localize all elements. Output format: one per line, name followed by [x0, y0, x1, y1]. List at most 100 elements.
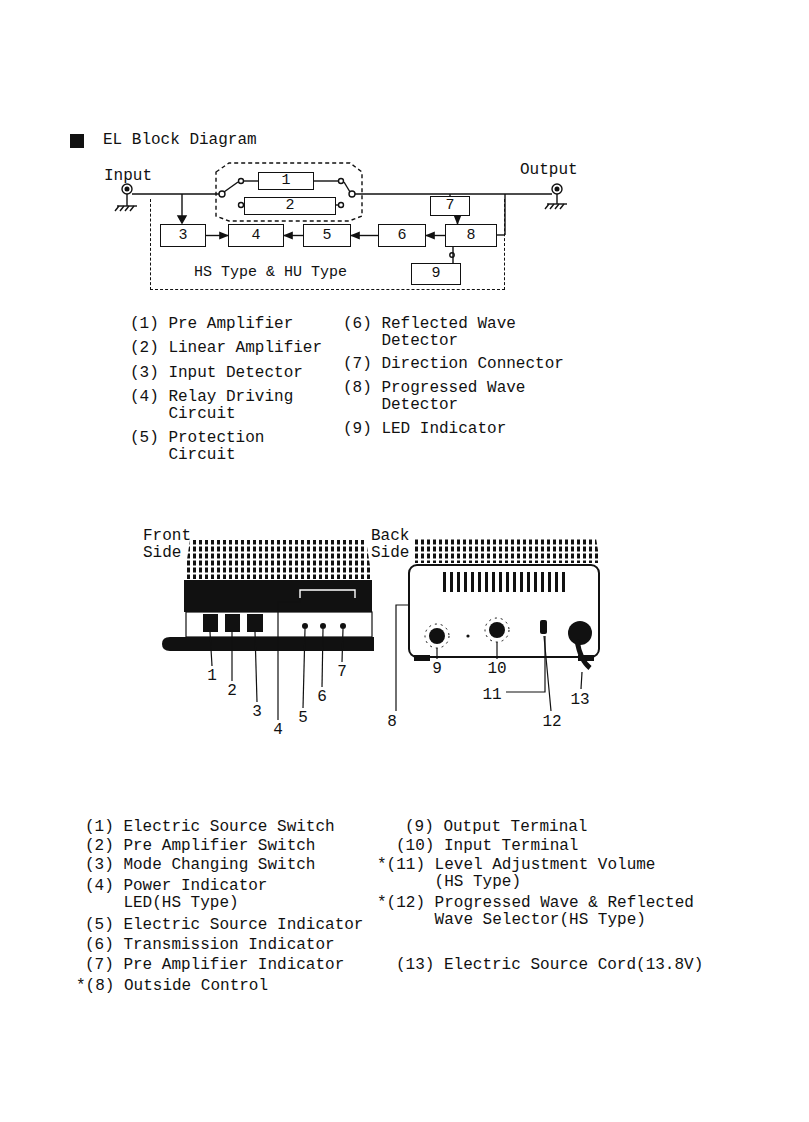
drawing-stroke	[555, 204, 559, 209]
diagram-title: EL Block Diagram	[103, 131, 257, 149]
signal-arrow	[206, 235, 228, 236]
drawing-stroke	[203, 614, 218, 632]
drawing-stroke	[120, 206, 124, 211]
callout-number: 9	[431, 661, 443, 678]
block-number: 4	[251, 228, 260, 244]
block-number: 1	[281, 173, 290, 189]
legend-item: (7) Direction Connector	[343, 356, 564, 373]
block-box: 9	[411, 263, 461, 285]
drawing-stroke	[344, 182, 350, 192]
callout-number: 2	[226, 683, 238, 700]
legend-item: (4) Relay Driving Circuit	[130, 389, 312, 423]
callout-number: 10	[486, 661, 507, 678]
part-list-item: *(11) Level Adjustment Volume (HS Type)	[377, 857, 675, 891]
drawing-stroke	[556, 194, 557, 204]
block-box: 4	[228, 224, 284, 247]
block-box: 5	[303, 224, 351, 247]
block-number: 9	[431, 266, 440, 282]
drawing-stroke	[349, 191, 355, 197]
block-wiring	[115, 163, 567, 257]
signal-arrow	[457, 216, 458, 224]
drawing-stroke	[126, 194, 127, 206]
drawing-stroke	[568, 621, 592, 645]
drawing-stroke	[255, 632, 257, 702]
drawing-stroke	[224, 182, 238, 192]
legend-item: (8) Progressed Wave Detector	[343, 380, 535, 414]
block-number: 7	[445, 198, 454, 214]
callout-number: 3	[251, 704, 263, 721]
block-number: 3	[178, 228, 187, 244]
block-box: 6	[378, 224, 426, 247]
block-number: 2	[285, 198, 294, 214]
callout-number: 4	[272, 722, 284, 739]
drawing-stroke	[485, 618, 509, 642]
callout-number: 7	[336, 664, 348, 681]
signal-arrow	[351, 235, 378, 236]
drawing-stroke	[181, 194, 182, 217]
drawing-stroke	[225, 614, 240, 632]
legend-item: (9) LED Indicator	[343, 421, 506, 438]
legend-item: (1) Pre Amplifier	[130, 316, 293, 333]
drawing-stroke	[540, 620, 547, 634]
drawing-stroke	[70, 134, 84, 148]
drawing-stroke	[396, 605, 409, 711]
signal-arrow	[426, 235, 445, 236]
drawing-stroke	[506, 636, 545, 692]
drawing-stroke	[302, 623, 308, 629]
callout-number: 12	[541, 714, 562, 731]
part-list-item: (4) Power Indicator LED(HS Type)	[85, 878, 287, 912]
block-box: 3	[160, 224, 206, 247]
signal-arrow	[284, 235, 303, 236]
drawing-stroke	[239, 179, 244, 184]
drawing-stroke	[544, 636, 551, 711]
legend-item: (6) Reflected Wave Detector	[343, 316, 535, 350]
block-box: 8	[445, 224, 497, 247]
part-list-item: *(12) Progressed Wave & Reflected Wave S…	[377, 895, 713, 929]
drawing-stroke	[216, 163, 362, 221]
drawing-stroke	[355, 193, 552, 194]
drawing-stroke	[550, 204, 554, 209]
block-box: 7	[430, 196, 470, 216]
front-leader-lines	[210, 598, 343, 720]
drawing-stroke	[322, 629, 323, 687]
drawing-stroke	[489, 622, 505, 638]
drawing-stroke	[186, 612, 372, 637]
callout-number: 8	[386, 714, 398, 731]
signal-arrow	[452, 247, 453, 263]
block-box: 2	[244, 197, 336, 215]
terminal-label: Input	[104, 168, 152, 185]
part-list-item: (13) Electric Source Cord(13.8V)	[396, 957, 703, 974]
block-number: 5	[322, 228, 331, 244]
drawing-stroke	[342, 629, 343, 662]
part-list-item: (5) Electric Source Indicator	[85, 917, 363, 934]
drawing-stroke	[278, 598, 300, 720]
drawing-stroke	[440, 572, 565, 594]
drawing-stroke	[125, 206, 129, 211]
drawing-stroke	[412, 538, 600, 563]
part-list-item: (6) Transmission Indicator	[85, 937, 335, 954]
callout-number: 11	[481, 687, 502, 704]
drawing-stroke	[425, 624, 449, 648]
part-list-item: (3) Mode Changing Switch	[85, 857, 315, 874]
part-list-item: (7) Pre Amplifier Indicator	[85, 957, 344, 974]
part-list-item: (2) Pre Amplifier Switch	[85, 838, 315, 855]
drawing-stroke	[122, 184, 132, 194]
drawing-stroke	[436, 648, 437, 659]
drawing-stroke	[552, 184, 562, 194]
legend-item: (5) Protection Circuit	[130, 430, 284, 464]
part-list-item: (9) Output Terminal	[405, 819, 587, 836]
callout-number: 13	[569, 692, 590, 709]
part-list-item: (10) Input Terminal	[396, 838, 578, 855]
block-number: 6	[397, 228, 406, 244]
drawing-stroke	[466, 634, 469, 637]
drawing-stroke	[130, 206, 134, 211]
drawing-stroke	[340, 623, 346, 629]
back-panel-illustration	[409, 538, 600, 668]
block-box: 1	[258, 172, 314, 190]
callout-number: 6	[316, 689, 328, 706]
legend-item: (2) Linear Amplifier	[130, 340, 322, 357]
drawing-stroke	[243, 180, 258, 181]
drawing-stroke	[577, 640, 590, 668]
drawing-stroke	[339, 203, 344, 208]
